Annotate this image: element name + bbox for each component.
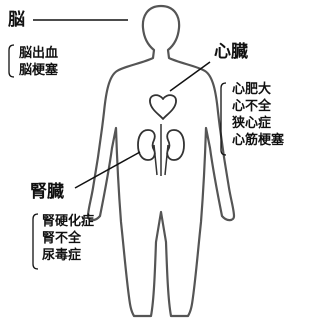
- heart-label: 心臓: [214, 42, 248, 62]
- disease-item: 尿毒症: [42, 248, 82, 263]
- left-ureter: [153, 144, 158, 176]
- kidney-label: 腎臓: [30, 182, 64, 202]
- disease-item: 心肥大: [232, 82, 272, 97]
- disease-item: 腎硬化症: [42, 214, 95, 229]
- brain-diseases-list: 脳出血 脳梗塞: [19, 45, 58, 79]
- kidney-leader-line: [74, 151, 141, 189]
- heart-diseases-list: 心肥大 心不全 狭心症 心筋梗塞: [232, 81, 284, 149]
- kidney-diseases-bracket: [32, 213, 39, 270]
- kidney-diseases-list: 腎硬化症 腎不全 尿毒症: [42, 213, 94, 264]
- disease-item: 脳出血: [19, 46, 59, 61]
- disease-item: 腎不全: [42, 231, 82, 246]
- disease-item: 脳梗塞: [19, 63, 59, 78]
- brain-label: 脳: [8, 10, 25, 30]
- heart-leader-line: [169, 61, 211, 92]
- disease-item: 心不全: [232, 99, 272, 114]
- right-ureter: [164, 144, 169, 176]
- heart-organ-icon: [149, 94, 177, 120]
- right-kidney-icon: [166, 129, 185, 161]
- brain-diseases-bracket: [8, 44, 15, 78]
- disease-item: 狭心症: [232, 116, 272, 131]
- heart-diseases-bracket: [220, 82, 227, 156]
- disease-item: 心筋梗塞: [232, 133, 285, 148]
- human-body-outline: [86, 4, 236, 318]
- left-kidney-icon: [137, 129, 156, 161]
